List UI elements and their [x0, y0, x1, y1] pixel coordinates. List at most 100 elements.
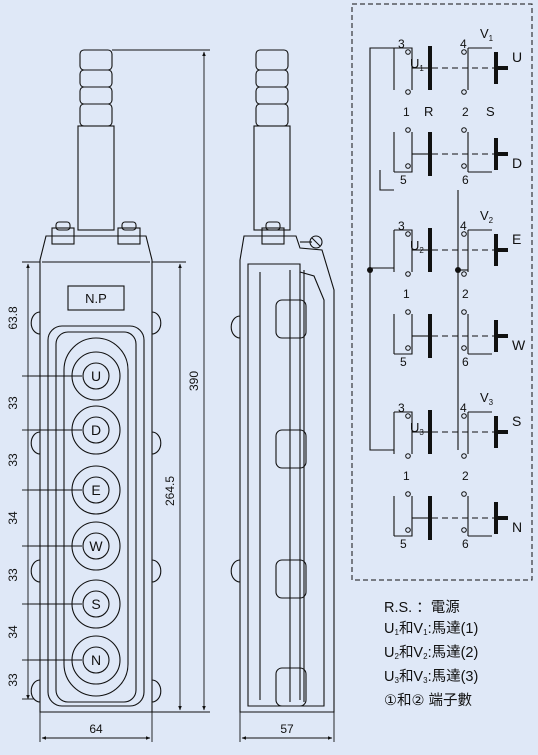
- output-label: U: [512, 49, 522, 65]
- side-cable-gland-icon: [253, 49, 291, 231]
- terminal-6: 6: [462, 537, 469, 551]
- output-label: W: [512, 337, 526, 353]
- wire: [394, 47, 413, 90]
- button-d: [82, 416, 110, 444]
- terminal-point: [461, 413, 467, 419]
- side-housing: [239, 235, 335, 713]
- terminal-5: 5: [400, 537, 407, 551]
- terminal-point: [461, 231, 467, 237]
- wire: [394, 314, 413, 355]
- output-label: N: [512, 519, 522, 535]
- terminal-1: 1: [403, 105, 410, 119]
- output-label: E: [512, 231, 521, 247]
- front-width-label: 64: [89, 722, 103, 736]
- side-view: [230, 49, 335, 713]
- button-label: U: [91, 368, 101, 384]
- hook-icon: [300, 235, 323, 249]
- side-dimensions: [239, 712, 335, 742]
- terminal-point: [461, 491, 467, 497]
- second-label: V1: [480, 26, 494, 43]
- top-offset-label: 63.8: [6, 306, 20, 330]
- rail-left: [369, 47, 394, 269]
- terminal-3: 3: [398, 37, 405, 51]
- terminal-point: [461, 163, 467, 169]
- pitch-label: 33: [6, 396, 20, 410]
- terminal-point: [461, 309, 467, 315]
- terminal-point: [405, 89, 411, 95]
- terminal-point: [461, 49, 467, 55]
- button-label: S: [91, 596, 100, 612]
- terminal-4: 4: [460, 401, 467, 415]
- legend: R.S. ：電源 U1和V1:馬達(1) U2和V2:馬達(2) U3和V3:馬…: [384, 598, 478, 712]
- wire: [394, 411, 413, 454]
- front-buttons: U D E W S N: [30, 351, 121, 685]
- terminal-2: 2: [462, 469, 469, 483]
- junction-dot: [367, 267, 373, 273]
- legend-rs: R.S. ：電源: [384, 600, 460, 616]
- terminal-point: [405, 309, 411, 315]
- terminal-point: [405, 345, 411, 351]
- pitch-label: 33: [6, 673, 20, 687]
- button-e: [82, 476, 110, 504]
- button-label: D: [91, 422, 101, 438]
- legend-motor-3: U3和V3:馬達(3): [384, 669, 479, 685]
- wire: [394, 496, 413, 537]
- terminal-1: 1: [403, 469, 410, 483]
- terminal-6: 6: [462, 173, 469, 187]
- front-side-grips: [30, 311, 162, 703]
- terminal-point: [461, 345, 467, 351]
- terminal-point: [461, 271, 467, 277]
- legend-motor-2: U2和V2:馬達(2): [384, 645, 479, 661]
- button-label: W: [89, 538, 103, 554]
- terminal-point: [405, 127, 411, 133]
- side-width-label: 57: [280, 722, 294, 736]
- second-label: V2: [480, 208, 494, 225]
- terminal-point: [405, 49, 411, 55]
- terminal-point: [405, 491, 411, 497]
- terminal-point: [405, 413, 411, 419]
- button-u: [82, 362, 110, 390]
- overall-height-label: 390: [187, 371, 201, 391]
- side-screw-icon: [261, 221, 285, 245]
- terminal-point: [405, 527, 411, 533]
- terminal-3: 3: [398, 401, 405, 415]
- pitch-label: 34: [6, 625, 20, 639]
- button-label: N: [91, 652, 101, 668]
- cable-gland-icon: [77, 49, 115, 231]
- terminal-5: 5: [400, 173, 407, 187]
- nameplate: [67, 285, 125, 311]
- output-label: D: [512, 155, 522, 171]
- terminal-2: 2: [462, 287, 469, 301]
- terminal-6: 6: [462, 355, 469, 369]
- button-n: [82, 646, 110, 674]
- terminal-2: 2: [462, 105, 469, 119]
- terminal-point: [461, 89, 467, 95]
- rs-label-s: S: [486, 104, 495, 119]
- rail-left: [369, 268, 394, 451]
- terminal-point: [405, 163, 411, 169]
- pitch-label: 33: [6, 453, 20, 467]
- legend-terminal-note: ①和② 端子數: [384, 693, 473, 709]
- wire: [394, 229, 413, 272]
- button-section-height-label: 264.5: [163, 476, 177, 506]
- terminal-point: [405, 453, 411, 459]
- terminal-3: 3: [398, 219, 405, 233]
- pitch-label: 34: [6, 511, 20, 525]
- rs-label-r: R: [424, 104, 433, 119]
- second-label: V3: [480, 390, 494, 407]
- legend-motor-1: U1和V1:馬達(1): [384, 621, 479, 637]
- wire: [394, 132, 413, 173]
- button-label: E: [91, 482, 100, 498]
- terminal-4: 4: [460, 219, 467, 233]
- output-label: S: [512, 413, 521, 429]
- terminal-point: [461, 127, 467, 133]
- front-dimensions: [22, 49, 210, 742]
- button-s: [82, 590, 110, 618]
